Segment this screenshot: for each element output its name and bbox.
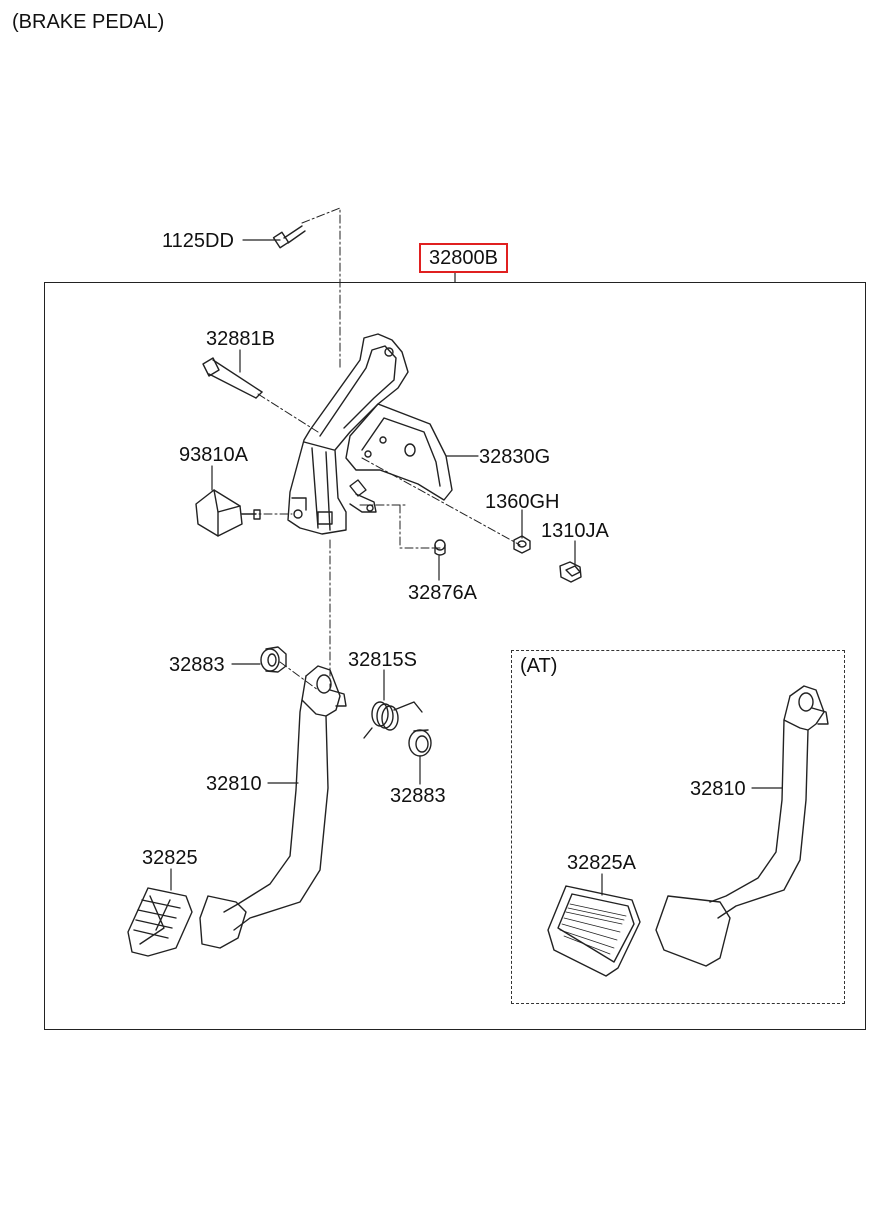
bolt-32881b-icon [202,357,263,399]
diagram-title: (BRAKE PEDAL) [12,11,165,33]
bracket-plate-icon [287,333,409,535]
part-label-1310ja[interactable]: 1310JA [541,520,609,542]
part-label-32830g[interactable]: 32830G [479,446,551,468]
part-label-at-32810[interactable]: 32810 [690,778,746,800]
part-label-93810a[interactable]: 93810A [179,444,248,466]
part-label-32883-right[interactable]: 32883 [390,785,446,807]
part-label-1360gh[interactable]: 1360GH [485,491,560,513]
at-section-label: (AT) [520,655,558,677]
at-pedal-pad-icon [547,885,641,977]
pin-assembly-icon [349,479,377,513]
at-section-box [511,650,845,1004]
part-label-32876a[interactable]: 32876A [408,582,477,604]
bolt-1125dd-icon [272,225,306,249]
part-label-32810[interactable]: 32810 [206,773,262,795]
at-pedal-arm-icon [655,685,829,967]
part-label-1125dd[interactable]: 1125DD [162,230,234,252]
spring-32815s-icon [363,701,423,739]
part-label-32881b[interactable]: 32881B [206,328,275,350]
part-label-32825a[interactable]: 32825A [567,852,636,874]
pedal-pad-icon [127,887,193,957]
nut-1360gh-icon [513,535,531,554]
bushing-left-icon [260,646,287,673]
part-label-32825[interactable]: 32825 [142,847,198,869]
switch-93810a-icon [195,489,261,537]
nut-1310ja-icon [559,561,582,583]
part-label-32883-left[interactable]: 32883 [169,654,225,676]
leader-lines [170,239,783,896]
pedal-arm-icon [199,665,347,949]
pin-32876a-icon [434,539,446,556]
part-label-32815s[interactable]: 32815S [348,649,417,671]
bracket-32830g-icon [345,403,453,501]
bushing-right-icon [408,729,432,757]
assembly-part-label[interactable]: 32800B [419,243,508,273]
